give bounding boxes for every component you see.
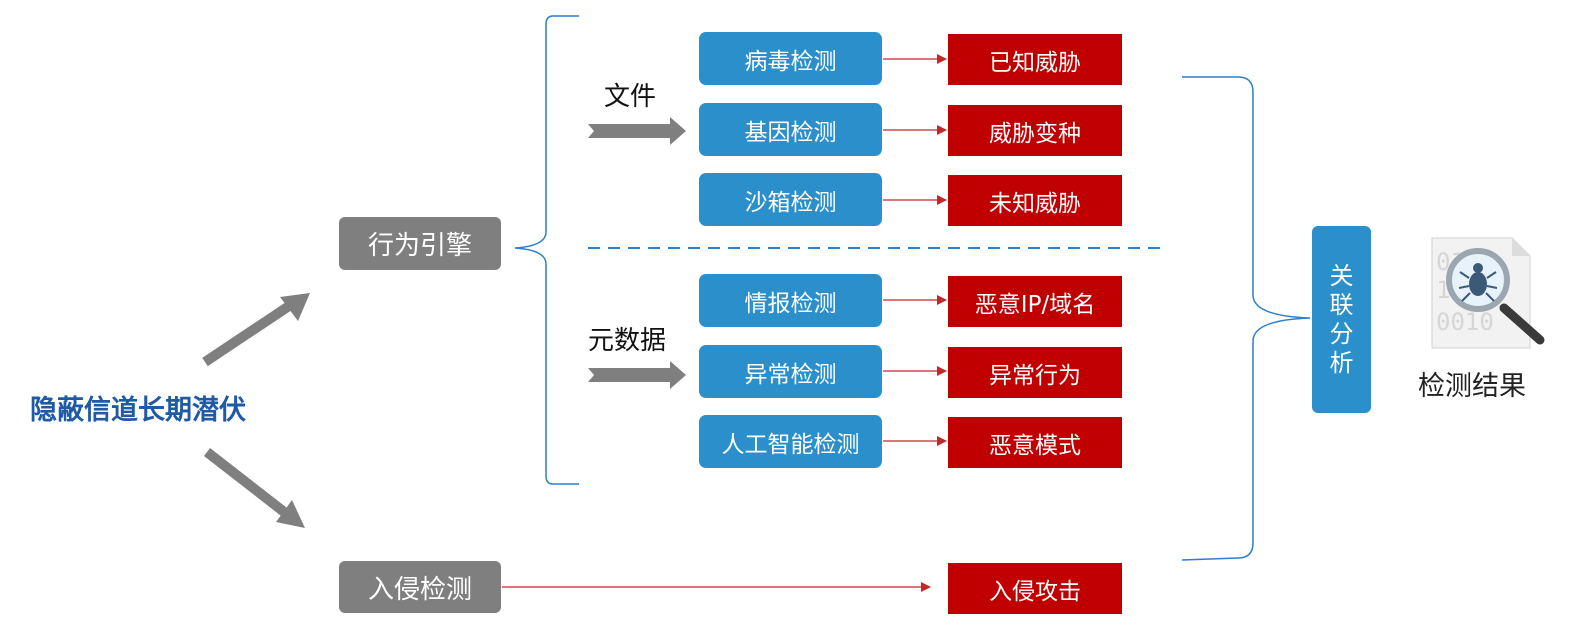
threat-result-label: 入侵攻击 xyxy=(989,578,1081,605)
correlation-analysis-box: 关 联 分 析 xyxy=(1312,226,1371,413)
correlation-char: 联 xyxy=(1329,290,1354,319)
behavior-engine-label: 行为引擎 xyxy=(367,231,472,261)
detection-arrows xyxy=(502,54,947,592)
detection-method-label: 异常检测 xyxy=(744,361,837,388)
unknown-threat-box: 未知威胁 xyxy=(948,175,1122,226)
correlation-char: 分 xyxy=(1329,319,1354,348)
virus-detection-box: 病毒检测 xyxy=(699,32,882,85)
file-arrow xyxy=(588,117,686,145)
threat-result-label: 已知威胁 xyxy=(989,49,1081,76)
correlation-brace xyxy=(1181,76,1311,561)
arrow-to-behavior-engine xyxy=(202,293,310,367)
known-threat-box: 已知威胁 xyxy=(948,34,1122,85)
sandbox-detection-box: 沙箱检测 xyxy=(699,173,882,226)
detection-result-label: 检测结果 xyxy=(1418,371,1526,402)
svg-text:0010: 0010 xyxy=(1436,308,1494,336)
detection-method-label: 病毒检测 xyxy=(744,48,837,75)
threat-result-label: 恶意模式 xyxy=(989,432,1081,459)
detection-method-label: 人工智能检测 xyxy=(721,431,860,458)
ai-detection-box: 人工智能检测 xyxy=(699,415,882,468)
threat-result-label: 异常行为 xyxy=(989,362,1081,389)
behavior-engine-box: 行为引擎 xyxy=(339,217,501,270)
arrow-to-intrusion-detection xyxy=(203,448,305,528)
threat-result-label: 未知威胁 xyxy=(989,190,1081,217)
intrusion-detection-box: 入侵检测 xyxy=(339,561,501,613)
threat-result-label: 恶意IP/域名 xyxy=(974,291,1096,318)
behavior-brace xyxy=(514,15,579,485)
metadata-label: 元数据 xyxy=(588,326,667,356)
threat-result-label: 威胁变种 xyxy=(989,120,1081,147)
malicious-ip-domain-box: 恶意IP/域名 xyxy=(948,276,1122,327)
anomaly-detection-box: 异常检测 xyxy=(699,345,882,398)
threat-variant-box: 威胁变种 xyxy=(948,105,1122,156)
gene-detection-box: 基因检测 xyxy=(699,103,882,156)
detection-method-label: 沙箱检测 xyxy=(744,189,837,216)
covert-channel-title: 隐蔽信道长期潜伏 xyxy=(30,395,246,426)
detection-method-label: 情报检测 xyxy=(744,290,837,317)
detection-method-label: 基因检测 xyxy=(744,119,837,146)
metadata-arrow xyxy=(588,361,686,389)
intelligence-detection-box: 情报检测 xyxy=(699,274,882,327)
abnormal-behavior-box: 异常行为 xyxy=(948,347,1122,398)
magnifier-bug-icon: 01 10 0010 xyxy=(1431,237,1545,349)
file-label: 文件 xyxy=(604,82,657,112)
correlation-char: 关 xyxy=(1329,261,1354,290)
intrusion-attack-box: 入侵攻击 xyxy=(948,563,1122,614)
correlation-char: 析 xyxy=(1329,348,1354,377)
malicious-pattern-box: 恶意模式 xyxy=(948,417,1122,468)
intrusion-detection-label: 入侵检测 xyxy=(367,574,472,605)
